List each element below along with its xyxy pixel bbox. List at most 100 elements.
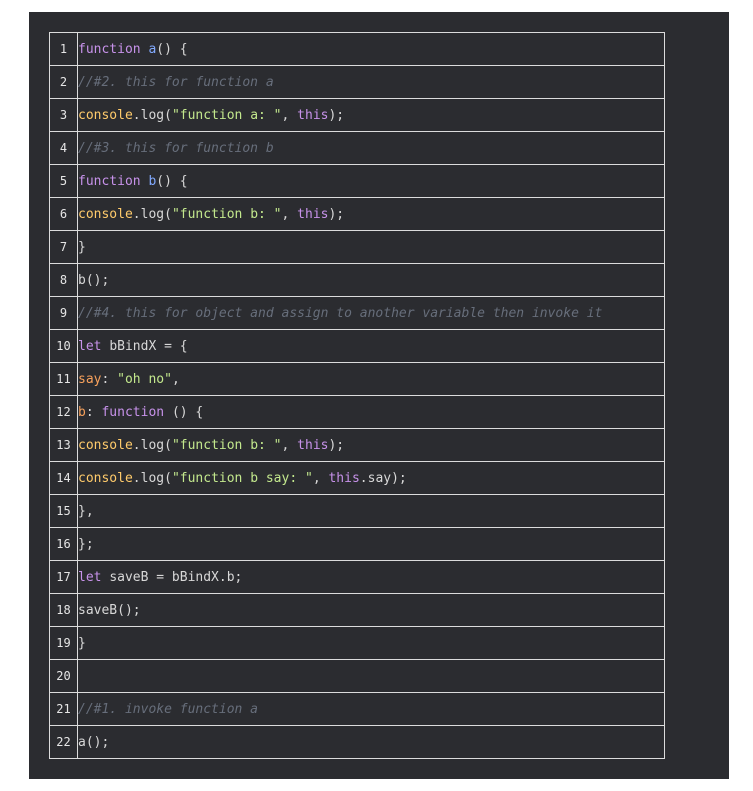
code-token: }; <box>78 536 94 552</box>
code-token: say <box>78 371 102 387</box>
code-token: console <box>78 107 133 123</box>
code-text: console.log("function b say: ", this.say… <box>77 461 665 495</box>
line-number: 6 <box>49 197 78 231</box>
code-token: , <box>281 107 298 123</box>
code-token: bBindX = { <box>109 338 188 354</box>
code-text: console.log("function a: ", this); <box>77 98 665 132</box>
code-token: b(); <box>78 272 110 288</box>
code-token: , <box>171 371 180 387</box>
code-text: let saveB = bBindX.b; <box>77 560 665 594</box>
line-number: 21 <box>49 692 78 726</box>
line-number: 16 <box>49 527 78 561</box>
code-token: .log( <box>132 470 172 486</box>
code-token: function <box>78 41 149 57</box>
code-line: 16}; <box>49 527 665 561</box>
line-number: 14 <box>49 461 78 495</box>
code-token: //#1. invoke function a <box>78 701 259 717</box>
code-token: : <box>101 371 118 387</box>
code-token: "function b say: " <box>171 470 313 486</box>
code-token: .say); <box>359 470 407 486</box>
code-token: .log( <box>132 107 172 123</box>
code-token: "oh no" <box>117 371 172 387</box>
code-text: console.log("function b: ", this); <box>77 428 665 462</box>
code-token: "function b: " <box>171 437 282 453</box>
code-token: this <box>297 437 329 453</box>
code-text: //#3. this for function b <box>77 131 665 165</box>
code-text: } <box>77 230 665 264</box>
line-number: 12 <box>49 395 78 429</box>
code-text: b(); <box>77 263 665 297</box>
code-line: 4//#3. this for function b <box>49 131 665 165</box>
line-number: 19 <box>49 626 78 660</box>
line-number: 11 <box>49 362 78 396</box>
code-token: //#3. this for function b <box>78 140 274 156</box>
code-token: () { <box>156 41 188 57</box>
code-token: } <box>78 239 86 255</box>
code-token: }, <box>78 503 94 519</box>
code-text: }; <box>77 527 665 561</box>
code-line: 19} <box>49 626 665 660</box>
code-token: let <box>78 338 110 354</box>
line-number: 20 <box>49 659 78 693</box>
code-text: } <box>77 626 665 660</box>
code-token: } <box>78 635 86 651</box>
code-text: a(); <box>77 725 665 759</box>
code-line: 9//#4. this for object and assign to ano… <box>49 296 665 330</box>
code-token: console <box>78 437 133 453</box>
line-number: 15 <box>49 494 78 528</box>
code-token: this <box>328 470 360 486</box>
code-token: //#4. this for object and assign to anot… <box>78 305 603 321</box>
code-token: b <box>148 173 157 189</box>
line-number: 17 <box>49 560 78 594</box>
code-token: a <box>148 41 157 57</box>
code-line: 7} <box>49 230 665 264</box>
code-token: , <box>312 470 329 486</box>
line-number: 22 <box>49 725 78 759</box>
code-text: saveB(); <box>77 593 665 627</box>
code-token: ); <box>328 107 345 123</box>
code-text <box>77 659 665 693</box>
line-number: 4 <box>49 131 78 165</box>
code-token: b <box>78 404 86 420</box>
code-token: : <box>85 404 102 420</box>
line-number: 1 <box>49 32 78 66</box>
code-token: //#2. this for function a <box>78 74 274 90</box>
code-token: this <box>297 107 329 123</box>
code-text: //#1. invoke function a <box>77 692 665 726</box>
code-token: "function a: " <box>171 107 282 123</box>
line-number: 3 <box>49 98 78 132</box>
code-text: //#4. this for object and assign to anot… <box>77 296 665 330</box>
code-token: , <box>281 437 298 453</box>
code-line: 20 <box>49 659 665 693</box>
code-token: () { <box>156 173 188 189</box>
code-text: say: "oh no", <box>77 362 665 396</box>
code-token: this <box>297 206 329 222</box>
code-token: () { <box>171 404 204 420</box>
code-token: ); <box>328 206 345 222</box>
code-token: a(); <box>78 734 110 750</box>
line-number: 9 <box>49 296 78 330</box>
code-line: 2//#2. this for function a <box>49 65 665 99</box>
code-text: }, <box>77 494 665 528</box>
code-token: let <box>78 569 110 585</box>
line-number: 2 <box>49 65 78 99</box>
code-text: function b() { <box>77 164 665 198</box>
line-number: 7 <box>49 230 78 264</box>
code-token: console <box>78 470 133 486</box>
code-text: b: function () { <box>77 395 665 429</box>
code-token: .log( <box>132 206 172 222</box>
code-token: saveB(); <box>78 602 141 618</box>
code-token: "function b: " <box>171 206 282 222</box>
